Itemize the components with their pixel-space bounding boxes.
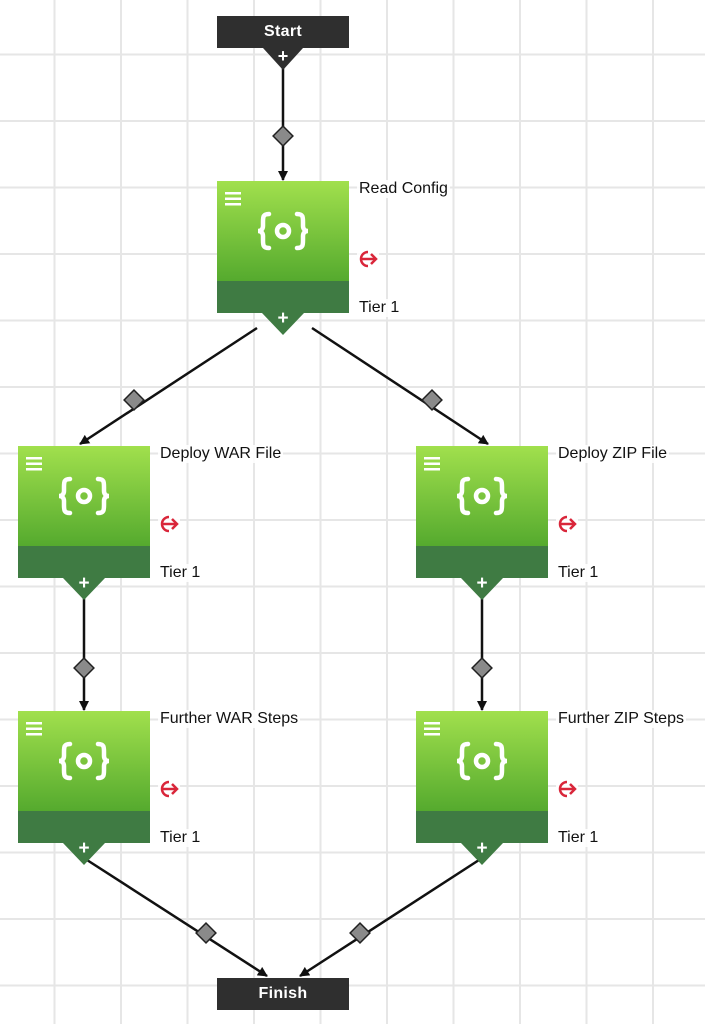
exit-icon[interactable] — [556, 780, 578, 798]
connector-diamond[interactable] — [349, 922, 371, 944]
connector-diamond[interactable] — [272, 125, 294, 147]
connector-diamond[interactable] — [123, 389, 145, 411]
step-further-zip-steps[interactable]: + Further ZIP Steps Tier 1 — [416, 710, 686, 865]
menu-icon[interactable] — [424, 457, 440, 471]
code-braces-icon — [456, 741, 508, 781]
step-label: Further WAR Steps — [158, 710, 301, 728]
step-label: Deploy ZIP File — [556, 445, 670, 463]
step-tier: Tier 1 — [556, 564, 601, 582]
step-tier: Tier 1 — [158, 829, 203, 847]
step-tier: Tier 1 — [158, 564, 203, 582]
connector-diamond[interactable] — [471, 657, 493, 679]
menu-icon[interactable] — [424, 722, 440, 736]
step-tier: Tier 1 — [357, 299, 402, 317]
menu-icon[interactable] — [26, 457, 42, 471]
start-label: Start — [264, 23, 302, 40]
step-deploy-zip-file[interactable]: + Deploy ZIP File Tier 1 — [416, 445, 670, 600]
step-tier: Tier 1 — [556, 829, 601, 847]
exit-icon[interactable] — [556, 515, 578, 533]
step-add-tab[interactable] — [262, 313, 304, 335]
step-footer — [416, 546, 548, 578]
step-label: Further ZIP Steps — [556, 710, 686, 728]
code-braces-icon — [58, 476, 110, 516]
step-add-tab[interactable] — [63, 578, 105, 600]
step-label: Deploy WAR File — [158, 445, 284, 463]
start-node[interactable]: Start — [217, 16, 349, 48]
exit-icon[interactable] — [357, 250, 379, 268]
add-icon[interactable]: + — [78, 838, 90, 859]
connector-diamond[interactable] — [195, 922, 217, 944]
connector-diamond[interactable] — [421, 389, 443, 411]
add-icon[interactable]: + — [476, 838, 488, 859]
step-footer — [217, 281, 349, 313]
add-icon[interactable]: + — [78, 573, 90, 594]
connector-further-zip-finish[interactable] — [299, 858, 480, 978]
step-further-war-steps[interactable]: + Further WAR Steps Tier 1 — [18, 710, 301, 865]
code-braces-icon — [257, 211, 309, 251]
code-braces-icon — [58, 741, 110, 781]
step-label: Read Config — [357, 180, 450, 198]
step-add-tab[interactable] — [461, 578, 503, 600]
connector-read-config-deploy-war[interactable] — [79, 326, 258, 446]
connector-read-config-deploy-zip[interactable] — [311, 326, 489, 446]
connector-diamond[interactable] — [73, 657, 95, 679]
add-icon[interactable]: + — [277, 308, 289, 329]
finish-node[interactable]: Finish — [217, 978, 349, 1010]
start-add-tab[interactable]: + — [263, 46, 303, 70]
step-deploy-war-file[interactable]: + Deploy WAR File Tier 1 — [18, 445, 284, 600]
step-footer — [416, 811, 548, 843]
exit-icon[interactable] — [158, 780, 180, 798]
add-icon[interactable]: + — [476, 573, 488, 594]
step-add-tab[interactable] — [63, 843, 105, 865]
step-add-tab[interactable] — [461, 843, 503, 865]
exit-icon[interactable] — [158, 515, 180, 533]
step-footer — [18, 546, 150, 578]
menu-icon[interactable] — [225, 192, 241, 206]
finish-label: Finish — [258, 985, 308, 1002]
connector-further-war-finish[interactable] — [86, 858, 268, 978]
menu-icon[interactable] — [26, 722, 42, 736]
code-braces-icon — [456, 476, 508, 516]
step-footer — [18, 811, 150, 843]
step-read-config[interactable]: + Read Config Tier 1 — [217, 180, 450, 335]
add-icon[interactable]: + — [277, 46, 289, 66]
